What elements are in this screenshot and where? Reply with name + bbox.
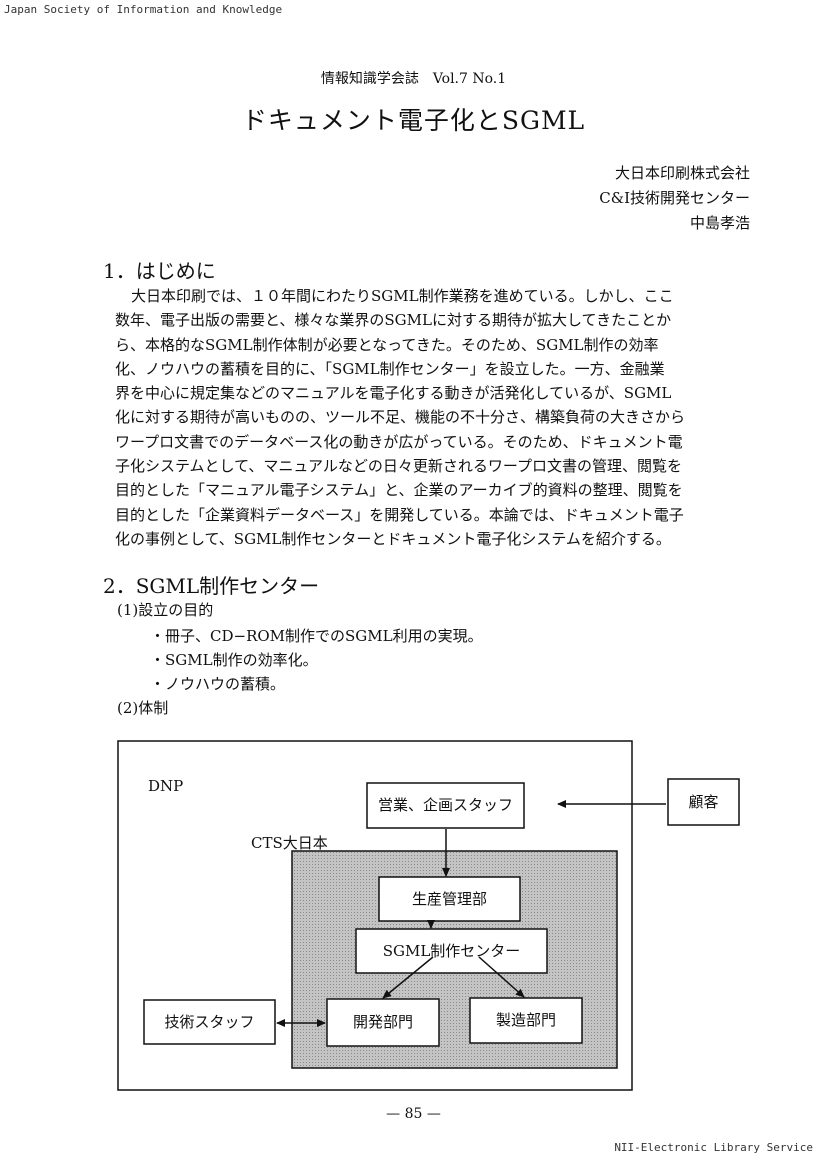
page-number: — 85 —: [386, 1106, 441, 1122]
body-line: 目的とした「企業資料データベース」を開発している。本論では、ドキュメント電子: [115, 505, 684, 524]
header-source: Japan Society of Information and Knowled…: [4, 3, 283, 16]
body-line: 化に対する期待が高いものの、ツール不足、機能の不十分さ、構築負荷の大きさから: [115, 408, 686, 427]
paper-title: ドキュメント電子化とSGML: [241, 106, 586, 135]
tech-staff-box: [143, 999, 276, 1045]
author-affiliation: 大日本印刷株式会社: [614, 164, 750, 182]
bullet-item: ・冊子、CD−ROM制作でのSGML利用の実現。: [150, 627, 483, 645]
body-line: 界を中心に規定集などのマニュアルを電子化する動きが活発化しているが、SGML: [115, 384, 672, 403]
journal-name: 情報知識学会誌 Vol.7 No.1: [320, 71, 507, 87]
subsection-organization: (2)体制: [117, 699, 169, 717]
body-line: ら、本格的なSGML制作体制が必要となってきた。そのため、SGML制作の効率: [115, 335, 659, 354]
bullet-item: ・SGML制作の効率化。: [150, 651, 318, 669]
dnp-label: DNP: [148, 777, 183, 795]
author-department: C&I技術開発センター: [599, 189, 750, 207]
customer-label: 顧客: [688, 793, 718, 811]
body-line: ワープロ文書でのデータベース化の動きが広がっている。そのため、ドキュメント電: [115, 432, 683, 451]
production-label: 生産管理部: [412, 890, 487, 908]
body-line: 化、ノウハウの蓄積を目的に、「SGML制作センター」を設立した。一方、金融業: [115, 359, 665, 378]
customer-box: [667, 778, 740, 826]
development-label: 開発部門: [353, 1013, 413, 1031]
body-line: 数年、電子出版の需要と、様々な業界のSGMLに対する期待が拡大してきたことか: [115, 311, 672, 330]
arrow-center-to-manufacturing: [478, 956, 525, 998]
arrow-center-to-development: [382, 956, 434, 999]
body-line: 目的とした「マニュアル電子システム」と、企業のアーカイブ的資料の整理、閲覧を: [115, 481, 683, 500]
tech-staff-label: 技術スタッフ: [164, 1013, 254, 1031]
body-line: 化の事例として、SGML制作センターとドキュメント電子化システムを紹介する。: [115, 529, 671, 548]
sales-box: [366, 782, 525, 829]
section1-heading: 1．はじめに: [103, 259, 216, 283]
footer-source: NII-Electronic Library Service: [614, 1141, 813, 1154]
author-name: 中島孝浩: [689, 214, 750, 232]
sgml-center-box: [355, 928, 548, 974]
bullet-item: ・ノウハウの蓄積。: [150, 675, 286, 693]
manufacturing-label: 製造部門: [496, 1011, 556, 1029]
section1-body: 大日本印刷では、１０年間にわたりSGML制作業務を進めている。しかし、ここ 数年…: [115, 284, 747, 551]
manufacturing-box: [469, 997, 583, 1044]
body-line: 子化システムとして、マニュアルなどの日々更新されるワープロ文書の管理、閲覧を: [115, 457, 683, 476]
sales-label: 営業、企画スタッフ: [378, 796, 513, 814]
section2-heading: 2．SGML制作センター: [103, 574, 320, 598]
production-box: [378, 876, 521, 922]
subsection-purpose: (1)設立の目的: [117, 601, 214, 619]
cts-label: CTS大日本: [251, 834, 328, 852]
sgml-center-label: SGML制作センター: [383, 942, 521, 960]
body-line: 大日本印刷では、１０年間にわたりSGML制作業務を進めている。しかし、ここ: [131, 287, 674, 305]
development-box: [326, 998, 440, 1047]
